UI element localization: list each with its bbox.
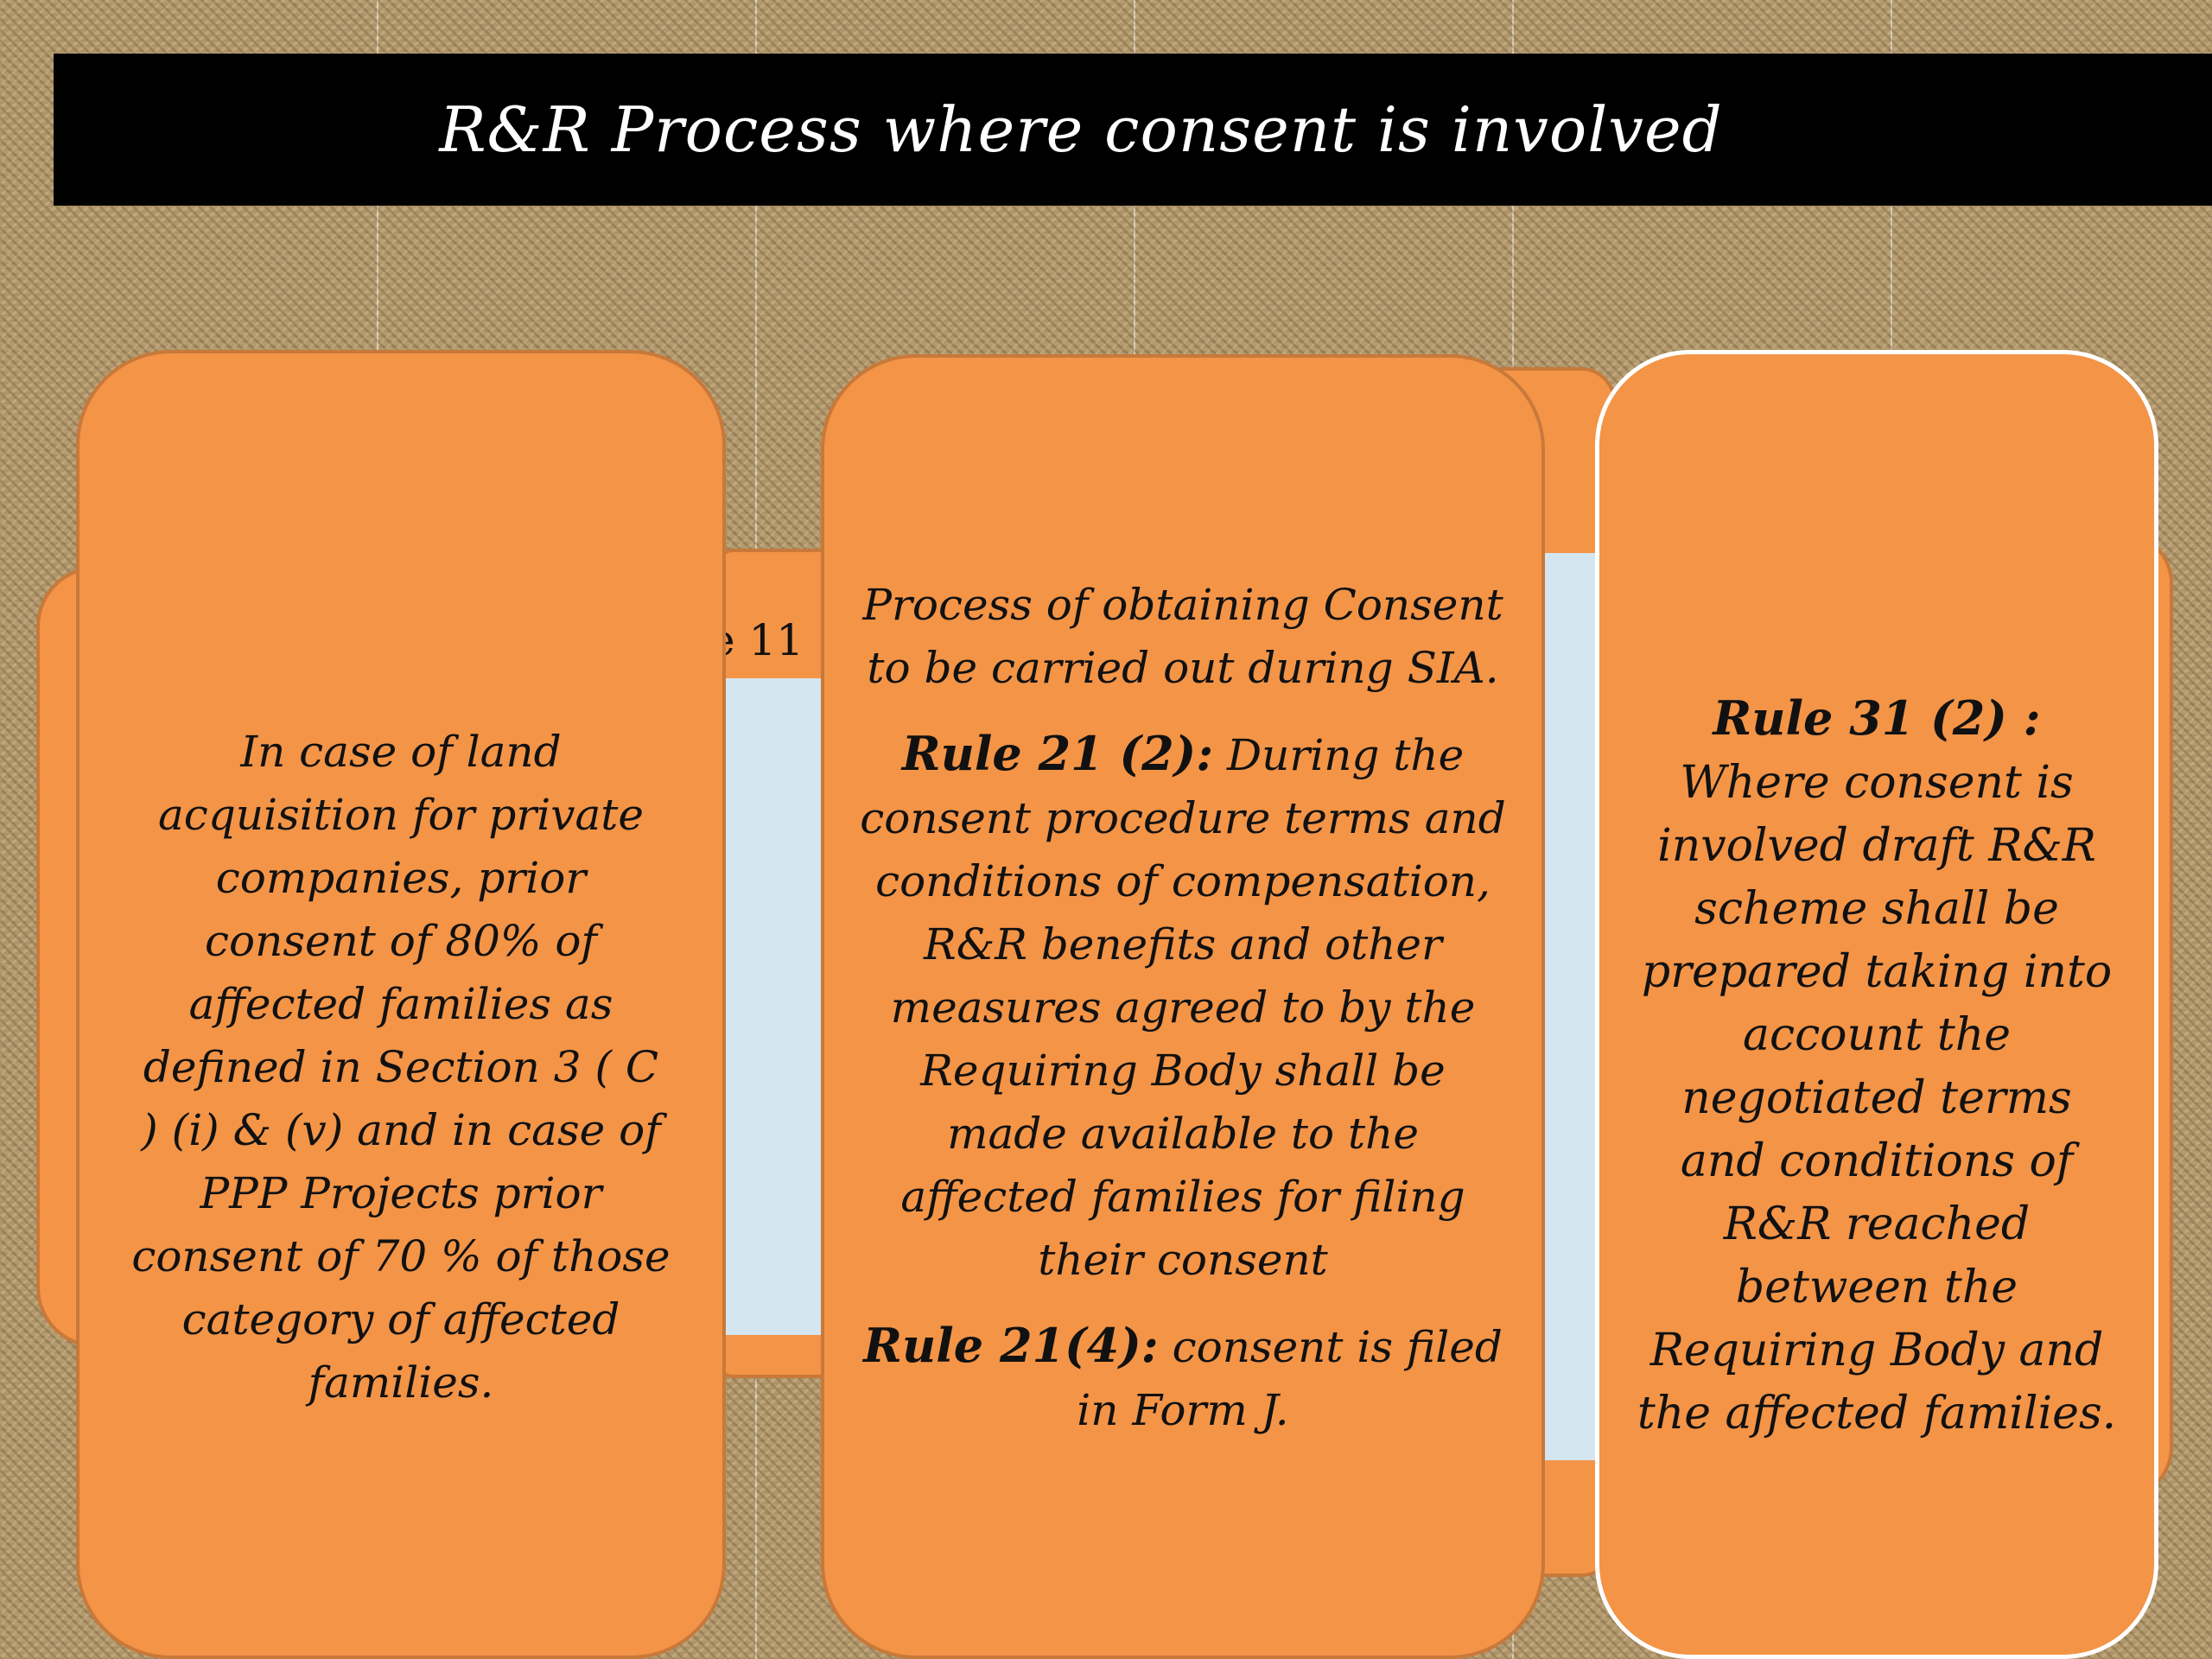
card-mid-intro: Process of obtaining Consent to be carri… (862, 580, 1503, 693)
rule-31-2-label: Rule 31 (2) : (1713, 690, 2041, 746)
rule-21-2-label: Rule 21 (2): (901, 726, 1214, 781)
card-mid-rule-21-2: Rule 21 (2): During the consent procedur… (859, 722, 1507, 1292)
slide-title: R&R Process where consent is involved (439, 93, 1723, 166)
card-right-rule-31-2: Rule 31 (2) : Where consent is involved … (1634, 687, 2120, 1446)
title-bar: R&R Process where consent is involved (54, 54, 2212, 206)
rule-21-4-text: consent is filed in Form J. (1077, 1322, 1503, 1435)
card-draft-rr-scheme: Rule 31 (2) : Where consent is involved … (1595, 350, 2158, 1659)
card-private-companies-consent: In case of land acquisition for private … (76, 350, 726, 1659)
card-left-text: In case of land acquisition for private … (131, 727, 671, 1408)
card-mid-rule-21-4: Rule 21(4): consent is filed in Form J. (859, 1314, 1507, 1442)
rule-21-4-label: Rule 21(4): (863, 1318, 1159, 1373)
card-consent-process: Process of obtaining Consent to be carri… (821, 354, 1545, 1659)
rule-31-2-text: Where consent is involved draft R&R sche… (1637, 757, 2117, 1440)
rule-21-2-text: During the consent procedure terms and c… (860, 730, 1506, 1285)
